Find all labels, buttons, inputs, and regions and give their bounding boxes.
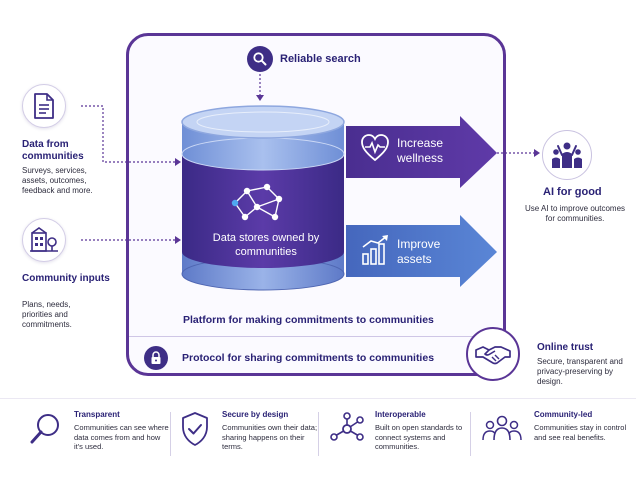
connected-nodes-icon	[330, 412, 364, 441]
community-inputs-title: Community inputs	[22, 273, 110, 284]
search-label: Reliable search	[280, 53, 361, 65]
platform-label: Platform for making commitments to commu…	[183, 314, 434, 326]
heart-pulse-icon	[361, 134, 389, 162]
data-from-communities-desc: Surveys, services, assets, outcomes, fee…	[22, 166, 93, 195]
data-from-communities-title: Data from communities	[22, 139, 84, 162]
footer-title: Transparent	[74, 410, 120, 419]
footer-title: Community-led	[534, 410, 593, 419]
footer-desc: Communities can see where data comes fro…	[74, 423, 169, 451]
footer-desc: Built on open standards to connect syste…	[375, 423, 463, 451]
document-icon	[22, 84, 66, 128]
footer-divider	[470, 412, 471, 456]
community-inputs-desc: Plans, needs, priorities and commitments…	[22, 300, 72, 329]
ai-for-good-title: AI for good	[543, 186, 602, 198]
network-icon	[231, 183, 283, 221]
improve-assets-arrow	[346, 215, 497, 287]
protocol-label: Protocol for sharing commitments to comm…	[182, 352, 435, 364]
search-icon	[247, 46, 273, 72]
footer-top-border	[0, 398, 636, 399]
group-people-icon	[482, 415, 522, 441]
footer-community-led: Community-led Communities stay in contro…	[482, 408, 632, 468]
ai-for-good-desc: Use AI to improve outcomes for communiti…	[524, 204, 626, 223]
footer-divider	[318, 412, 319, 456]
increase-wellness-label: Increase wellness	[397, 136, 444, 165]
lock-icon	[144, 346, 168, 370]
online-trust-desc: Secure, transparent and privacy-preservi…	[537, 357, 623, 386]
database-label: Data stores owned by communities	[212, 232, 320, 258]
footer-secure: Secure by design Communities own their d…	[180, 408, 320, 468]
footer-divider	[170, 412, 171, 456]
handshake-icon	[466, 327, 520, 381]
database-cylinder	[181, 105, 345, 291]
magnifier-icon	[30, 414, 59, 444]
footer-desc: Communities own their data; sharing happ…	[222, 423, 318, 451]
improve-assets-label: Improve assets	[397, 237, 441, 266]
increase-wellness-arrow	[346, 116, 497, 188]
footer-interoperable: Interoperable Built on open standards to…	[330, 408, 470, 468]
platform-divider	[129, 336, 503, 337]
footer-title: Interoperable	[375, 410, 426, 419]
footer-title: Secure by design	[222, 410, 289, 419]
shield-check-icon	[182, 412, 208, 446]
footer-desc: Communities stay in control and see real…	[534, 423, 627, 442]
online-trust-title: Online trust	[537, 342, 594, 353]
people-celebrating-icon	[542, 130, 592, 180]
building-icon	[22, 218, 66, 262]
footer-transparent: Transparent Communities can see where da…	[30, 408, 170, 468]
bar-chart-icon	[362, 235, 388, 265]
